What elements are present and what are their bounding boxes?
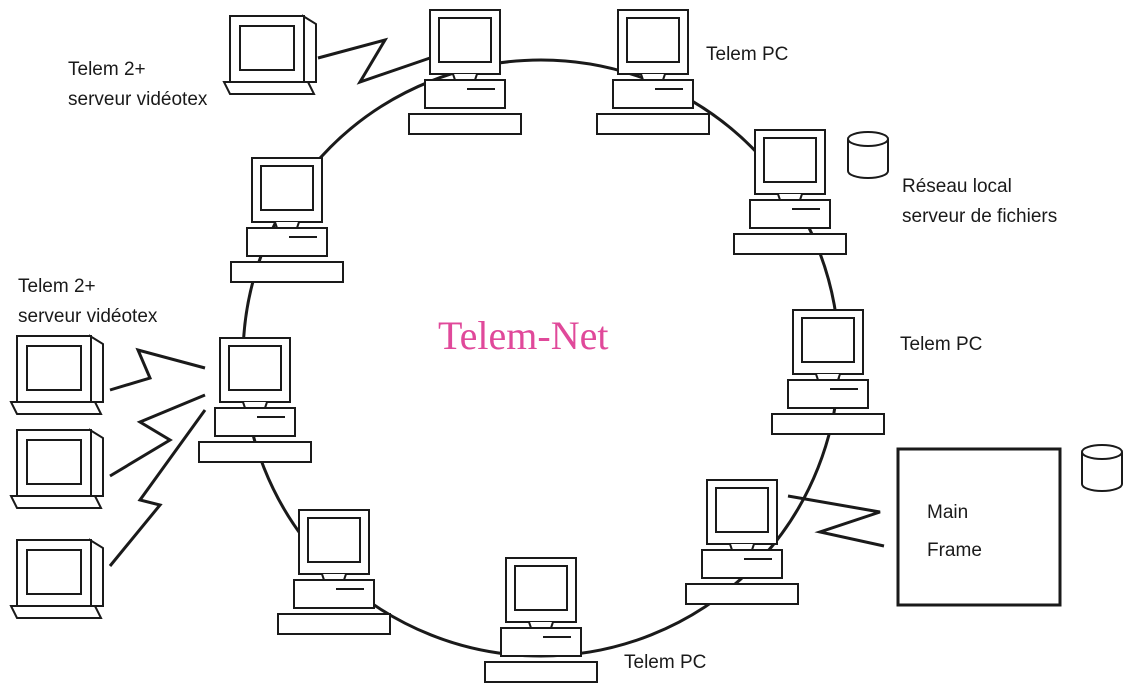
mainframe-box-icon: [896, 447, 1062, 607]
workstation-bottom: [484, 557, 598, 683]
terminal-left-1: [10, 335, 104, 415]
terminal-left-3: [10, 539, 104, 619]
label-top-left-line1: Telem 2+: [68, 59, 146, 80]
label-top-right: Telem PC: [706, 40, 788, 70]
label-mainframe-line1: Main: [927, 502, 969, 523]
workstation-lower-right: [685, 479, 799, 605]
workstation-left-mid: [198, 337, 312, 463]
workstation-right-mid: [771, 309, 885, 435]
label-top-left-line2: serveur vidéotex: [68, 89, 208, 110]
diagram-title: Telem-Net: [438, 313, 609, 358]
label-right-mid-text: Telem PC: [900, 334, 983, 355]
workstation-lower-left: [277, 509, 391, 635]
workstation-upper-left: [230, 157, 344, 283]
lightning-link-icon: [317, 37, 431, 85]
label-left-mid-line2: serveur vidéotex: [18, 306, 158, 327]
label-bottom: Telem PC: [624, 648, 706, 678]
lightning-link-icon: [108, 409, 207, 567]
workstation-top-left: [408, 9, 522, 135]
label-top-left: Telem 2+ serveur vidéotex: [68, 55, 207, 115]
lightning-link-icon: [109, 347, 206, 392]
label-file-server-line1: Réseau local: [902, 176, 1012, 197]
label-file-server: Réseau local serveur de fichiers: [902, 172, 1057, 232]
lightning-link-icon: [787, 494, 885, 548]
label-bottom-text: Telem PC: [624, 652, 707, 673]
terminal-top-left: [223, 15, 317, 95]
label-right-mid: Telem PC: [900, 330, 982, 360]
database-disk-icon: [1081, 444, 1123, 492]
label-file-server-line2: serveur de fichiers: [902, 206, 1058, 227]
workstation-file-server: [733, 129, 847, 255]
label-mainframe-line2: Frame: [927, 540, 982, 561]
label-mainframe: Main Frame: [927, 494, 982, 570]
lightning-link-icon: [109, 393, 206, 478]
database-disk-icon: [847, 131, 889, 179]
terminal-left-2: [10, 429, 104, 509]
workstation-top-right: [596, 9, 710, 135]
label-left-mid: Telem 2+ serveur vidéotex: [18, 272, 157, 332]
label-left-mid-line1: Telem 2+: [18, 276, 96, 297]
label-top-right-text: Telem PC: [706, 44, 789, 65]
